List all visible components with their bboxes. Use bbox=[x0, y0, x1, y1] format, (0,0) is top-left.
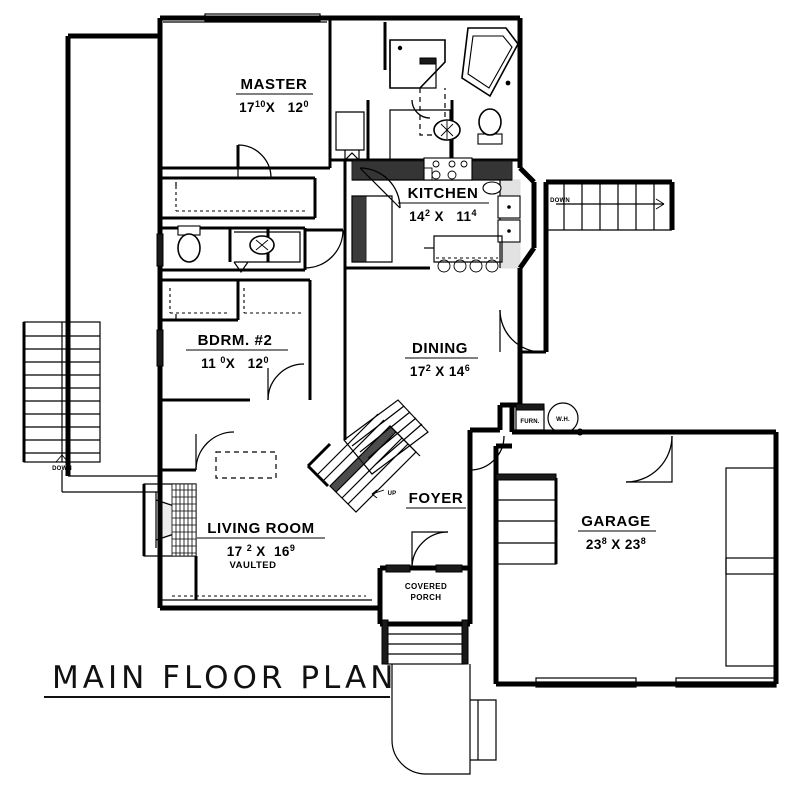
room-label-living: LIVING ROOM bbox=[207, 520, 314, 537]
room-kitchen: KITCHEN 142 X 114 bbox=[343, 157, 521, 273]
master-vanity-sink bbox=[433, 119, 461, 141]
left-stair-down-label: DOWN bbox=[52, 466, 72, 472]
room-label-kitchen: KITCHEN bbox=[408, 185, 479, 202]
cooktop-range bbox=[423, 157, 473, 181]
kitchen-double-sink bbox=[482, 181, 521, 243]
room-dim-garage: 238 X 238 bbox=[586, 536, 646, 552]
room-bath-2 bbox=[156, 225, 344, 274]
fireplace-hearth bbox=[142, 483, 198, 600]
main-stair-up: UP bbox=[306, 399, 429, 513]
room-note-living: VAULTED bbox=[230, 560, 277, 571]
corner-bathtub bbox=[461, 27, 519, 98]
room-label-foyer: FOYER bbox=[409, 490, 464, 507]
room-dim-bdrm2: 11 0X 120 bbox=[201, 355, 269, 371]
page-title: MAIN FLOOR PLAN bbox=[52, 660, 397, 696]
room-dim-kitchen: 142 X 114 bbox=[409, 208, 477, 224]
right-deck-stair: DOWN bbox=[543, 179, 675, 352]
room-label-master: MASTER bbox=[241, 76, 308, 93]
covered-porch: COVERED PORCH bbox=[377, 568, 497, 775]
left-deck-stair: DOWN bbox=[22, 321, 101, 472]
room-label-garage: GARAGE bbox=[581, 513, 650, 530]
room-dim-dining: 172 X 146 bbox=[410, 363, 470, 379]
furnace-label: FURN. bbox=[520, 419, 539, 425]
master-closets bbox=[160, 144, 317, 220]
garage-door-openings bbox=[535, 677, 777, 688]
left-deck bbox=[61, 33, 160, 493]
room-label-dining: DINING bbox=[412, 340, 468, 357]
shower-stall bbox=[389, 39, 446, 89]
room-garage: GARAGE 238 X 238 bbox=[493, 404, 779, 688]
plan-title-block: MAIN FLOOR PLAN bbox=[44, 660, 397, 698]
vault-skylight-outline bbox=[215, 451, 277, 479]
water-heater-label: W.H. bbox=[556, 417, 570, 423]
master-toilet bbox=[477, 108, 503, 145]
room-foyer: FOYER bbox=[380, 435, 505, 573]
garage-entry-stair bbox=[495, 473, 558, 565]
room-living: LIVING ROOM 17 2 X 169 VAULTED bbox=[142, 431, 372, 601]
room-dim-living: 17 2 X 169 bbox=[227, 543, 296, 559]
room-label-bdrm2: BDRM. #2 bbox=[198, 332, 273, 349]
room-dining: DINING 172 X 146 bbox=[343, 268, 546, 440]
room-master-bath bbox=[328, 18, 520, 162]
room-bdrm-2: BDRM. #2 11 0X 120 bbox=[156, 278, 312, 402]
porch-entry-stair bbox=[381, 619, 469, 665]
room-dim-master: 1710X 120 bbox=[239, 99, 309, 115]
garage-shelving bbox=[725, 467, 777, 667]
stair-up-label: UP bbox=[388, 491, 397, 497]
bath2-toilet bbox=[177, 225, 201, 263]
kitchen-island-bar bbox=[424, 235, 503, 273]
bath2-vanity-sink bbox=[233, 231, 301, 274]
porch-label-line2: PORCH bbox=[411, 593, 442, 602]
right-stair-down-label: DOWN bbox=[550, 198, 570, 204]
porch-label-line1: COVERED bbox=[405, 582, 447, 591]
